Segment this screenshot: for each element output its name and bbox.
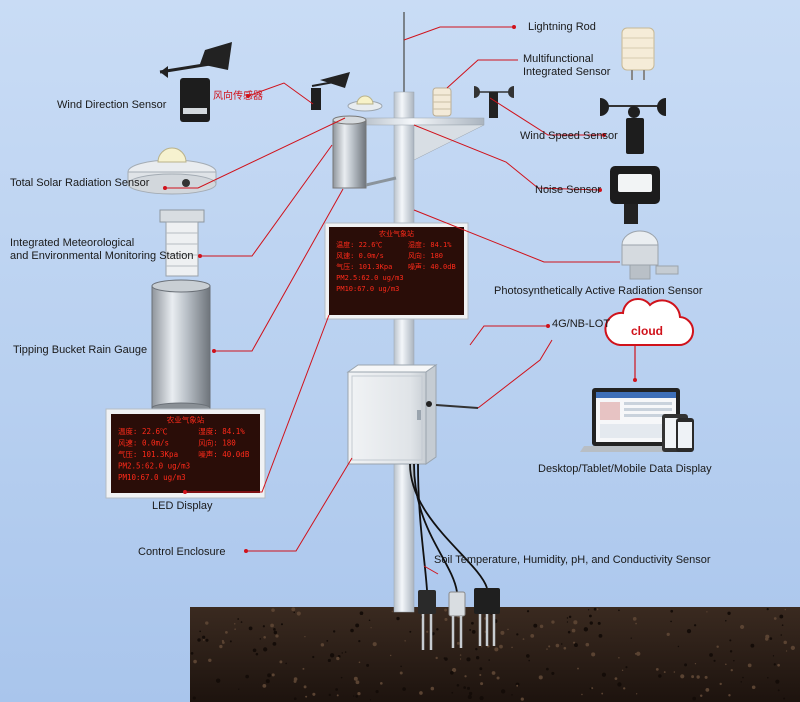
label-integrated-line1: Integrated Meteorological — [10, 237, 135, 249]
led-display-pm: PM2.5:62.0 ug/m3 — [118, 462, 190, 471]
pole-shutter-sensor — [432, 87, 452, 117]
cloud-icon — [604, 298, 695, 347]
control-enclosure-box — [346, 364, 479, 465]
label-led-display: LED Display — [152, 500, 213, 512]
led-display-cell: 温度: 22.6℃ — [118, 426, 168, 436]
integrated-station-product — [159, 209, 205, 277]
main-pole — [393, 12, 415, 613]
label-wind-direction: Wind Direction Sensor — [57, 99, 167, 111]
label-integrated-line2: and Environmental Monitoring Station — [10, 250, 194, 262]
leader-dots — [163, 25, 606, 553]
label-multifunctional-line1: Multifunctional — [523, 53, 594, 65]
multifunctional-sensor-product — [621, 27, 655, 80]
label-multifunctional-line2: Integrated Sensor — [523, 66, 611, 78]
led-display-cell: 风速: 0.0m/s — [118, 439, 169, 448]
pole-wind-vane — [311, 72, 350, 110]
label-soil-sensor: Soil Temperature, Humidity, pH, and Cond… — [434, 554, 711, 566]
label-wind-direction-cn: 风向传感器 — [213, 91, 263, 102]
soil-probe-3 — [474, 588, 500, 646]
pole-led-pm: PM2.5:62.0 ug/m3 — [336, 274, 403, 282]
led-display-cell: 气压: 101.3Kpa — [118, 449, 178, 459]
soil-cables — [409, 463, 488, 593]
label-tipping-bucket: Tipping Bucket Rain Gauge — [13, 344, 148, 356]
pole-led-cell: 风向: 180 — [408, 251, 443, 260]
pole-anemometer — [474, 86, 514, 118]
led-display-cell: 风向: 180 — [198, 438, 236, 448]
pole-led-cell: 噪声: 40.0dB — [408, 262, 456, 271]
label-wind-speed: Wind Speed Sensor — [520, 130, 618, 142]
pole-led-cell: 气压: 101.3Kpa — [336, 262, 392, 271]
pole-led-cell: 温度: 22.6℃ — [336, 240, 382, 249]
led-display-pm: PM10:67.0 ug/m3 — [118, 473, 186, 482]
pole-radiation-dome — [347, 95, 383, 112]
wind-direction-sensor-product — [159, 42, 232, 122]
label-cloud: cloud — [631, 324, 663, 338]
pole-led-title: 农业气象站 — [379, 229, 414, 238]
label-par-sensor: Photosynthetically Active Radiation Sens… — [494, 285, 703, 297]
leader-lines — [165, 26, 620, 575]
par-sensor-product — [621, 230, 679, 280]
led-display-cell: 噪声: 40.0dB — [198, 449, 250, 459]
noise-sensor-product — [610, 166, 660, 224]
led-display-cell: 湿度: 84.1% — [198, 426, 245, 436]
soil-probe-1 — [418, 590, 436, 650]
led-display-title: 农业气象站 — [167, 415, 205, 425]
label-lightning-rod: Lightning Rod — [528, 21, 596, 33]
pole-led-cell: 风速: 0.0m/s — [336, 252, 384, 260]
soil-probe-2 — [448, 591, 466, 648]
cross-arm — [363, 117, 485, 161]
label-network: 4G/NB-LOT — [552, 318, 611, 330]
label-control-enclosure: Control Enclosure — [138, 546, 226, 558]
pole-led-pm: PM10:67.0 ug/m3 — [336, 285, 399, 293]
pole-led-cell: 湿度: 84.1% — [408, 240, 452, 249]
label-noise-sensor: Noise Sensor — [535, 184, 602, 196]
phone-icon — [676, 418, 694, 452]
wind-speed-product — [600, 98, 666, 154]
label-devices: Desktop/Tablet/Mobile Data Display — [538, 463, 712, 475]
label-total-solar-radiation: Total Solar Radiation Sensor — [10, 177, 150, 189]
pole-rain-gauge — [332, 115, 397, 189]
tipping-bucket-product — [151, 279, 211, 414]
total-solar-radiation-product — [127, 147, 217, 195]
